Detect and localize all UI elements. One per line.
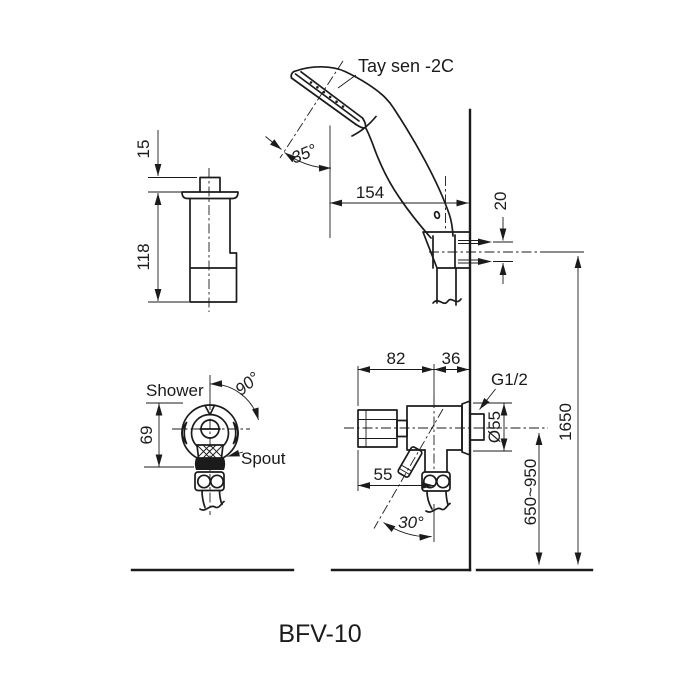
dim-lever-offset: 55 (374, 465, 393, 484)
holder-body (189, 197, 238, 303)
part-title-label: Tay sen -2C (358, 56, 454, 76)
dim-valve-front-height: 69 (137, 426, 156, 445)
valve-front-view (172, 375, 250, 515)
model-label: BFV-10 (278, 620, 361, 648)
spray-face-line-outer (290, 77, 357, 126)
dim-handle-sweep-angle: 90° (232, 368, 264, 399)
wall-and-floor (130, 108, 594, 572)
dimension-annotations (144, 125, 582, 565)
valve-body-side (406, 405, 463, 451)
front-left-wing (181, 421, 188, 445)
dim-lever-angle: 30° (398, 513, 424, 532)
dim-head-angle: 35° (288, 140, 319, 167)
side-handle-knob (357, 409, 398, 448)
hose-nut-circle-right (209, 474, 225, 489)
diverter-lever (397, 446, 423, 478)
handle-inner-edge (364, 126, 432, 239)
leader-head-angle (265, 136, 282, 150)
neck-collar-line (351, 115, 377, 137)
holder-cap (199, 176, 221, 193)
hose-side-break (425, 502, 451, 513)
arc-handle-sweep (209, 380, 259, 421)
mounting-screws (458, 238, 492, 265)
spray-face-line-mid (294, 73, 360, 122)
leader-spout (227, 449, 244, 457)
front-right-wing (232, 421, 239, 445)
dim-screw-spacing: 20 (491, 192, 510, 211)
hand-shower (279, 60, 454, 239)
arc-lever-angle (383, 522, 432, 541)
lever-angle-centerline (373, 408, 444, 529)
label-shower: Shower (146, 381, 204, 400)
head-axis-centerline (279, 60, 344, 159)
thread-nipple (469, 413, 485, 441)
hose-nut-side-circle-right (435, 474, 451, 489)
spout-lattice-hatch (196, 444, 224, 459)
shower-holder-part (181, 168, 239, 312)
ext-flange-diameter (473, 402, 512, 452)
knob-neck (396, 419, 408, 438)
knob-knurl-lines (358, 410, 397, 447)
tube-break-line (432, 298, 462, 305)
leader-thread-size (479, 388, 496, 410)
bracket-body (422, 231, 470, 269)
hose-side (426, 490, 449, 510)
ext-front-height (144, 402, 194, 468)
shower-head-tip (290, 70, 295, 79)
label-thread-size: G1/2 (491, 370, 528, 389)
dim-holder-body-height: 118 (134, 243, 153, 270)
dim-holder-cap-height: 15 (134, 140, 153, 159)
hose-front (201, 489, 223, 509)
label-spout: Spout (241, 449, 286, 468)
dim-hanger-mount-height: 1650 (556, 403, 575, 441)
dim-head-reach: 154 (356, 183, 384, 202)
spray-face-line-inner (300, 70, 364, 119)
ext-screw-spacing (493, 241, 513, 262)
handle-hook-hole (433, 210, 441, 220)
wall-bracket (422, 176, 584, 306)
valve-side-view (344, 398, 548, 542)
shower-head-outline (293, 65, 454, 237)
arc-head-angle (284, 152, 332, 172)
hose-front-break (199, 500, 225, 511)
dim-valve-mount-height: 650~950 (521, 459, 540, 526)
title-leader-line (337, 74, 357, 89)
dim-flange-diameter: Ø55 (485, 411, 504, 443)
down-pipe (424, 449, 448, 473)
holder-flange (181, 191, 239, 200)
spray-nozzles (309, 81, 345, 108)
dim-valve-body-length: 82 (387, 349, 406, 368)
dim-wall-offset: 36 (442, 349, 461, 368)
